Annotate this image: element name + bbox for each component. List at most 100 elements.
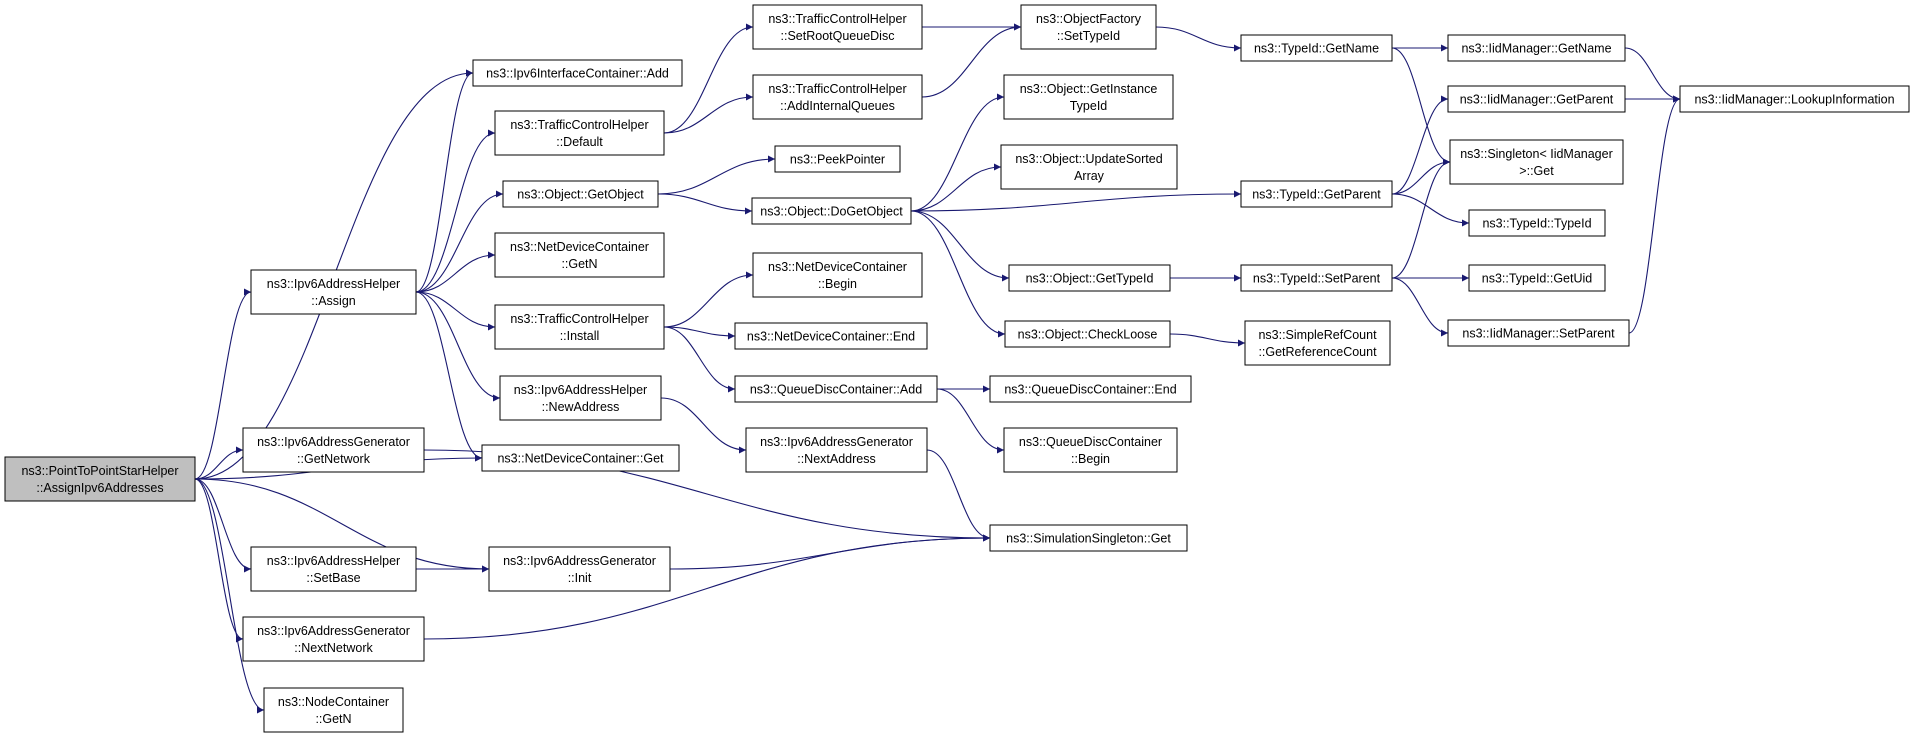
node-iidm_getparent[interactable]: ns3::IidManager::GetParent	[1447, 85, 1626, 113]
edge-obj_getobject-to-obj_dogetobject	[657, 193, 753, 215]
node-tch_setroot[interactable]: ns3::TrafficControlHelper::SetRootQueueD…	[752, 4, 923, 50]
node-obj_gettypeid[interactable]: ns3::Object::GetTypeId	[1008, 264, 1171, 292]
node-box[interactable]	[1004, 320, 1171, 348]
edge-ipv6ah_assign-to-tch_install	[415, 291, 496, 331]
node-box[interactable]	[263, 687, 404, 733]
node-box[interactable]	[1468, 209, 1606, 237]
node-box[interactable]	[1679, 85, 1910, 113]
node-qdc_add[interactable]: ns3::QueueDiscContainer::Add	[734, 375, 938, 403]
node-ipv6ag_nextaddr[interactable]: ns3::Ipv6AddressGenerator::NextAddress	[745, 427, 928, 473]
node-typeid_setparent[interactable]: ns3::TypeId::SetParent	[1240, 264, 1393, 292]
node-box[interactable]	[494, 110, 665, 156]
node-ndc_get[interactable]: ns3::NetDeviceContainer::Get	[481, 444, 680, 472]
node-label: ::Default	[556, 135, 603, 149]
node-typeid_getuid[interactable]: ns3::TypeId::GetUid	[1468, 264, 1606, 292]
node-simsingleton_get[interactable]: ns3::SimulationSingleton::Get	[989, 524, 1188, 552]
node-tch_addinternal[interactable]: ns3::TrafficControlHelper::AddInternalQu…	[752, 74, 923, 120]
node-typeid_getparent[interactable]: ns3::TypeId::GetParent	[1240, 180, 1393, 208]
edge-ipv6ag_nextaddr-to-simsingleton_get	[926, 449, 991, 542]
node-src_getrefcount[interactable]: ns3::SimpleRefCount::GetReferenceCount	[1244, 320, 1391, 366]
node-box[interactable]	[481, 444, 680, 472]
node-box[interactable]	[989, 524, 1188, 552]
node-ipv6ag_nextnet[interactable]: ns3::Ipv6AddressGenerator::NextNetwork	[242, 616, 425, 662]
node-box[interactable]	[1240, 180, 1393, 208]
node-box[interactable]	[499, 375, 662, 421]
node-ipv6ah_newaddr[interactable]: ns3::Ipv6AddressHelper::NewAddress	[499, 375, 662, 421]
node-ipv6ic_add[interactable]: ns3::Ipv6InterfaceContainer::Add	[472, 59, 683, 87]
node-box[interactable]	[1020, 4, 1157, 50]
node-iidm_setparent[interactable]: ns3::IidManager::SetParent	[1447, 319, 1630, 347]
node-obj_getobject[interactable]: ns3::Object::GetObject	[502, 180, 659, 208]
node-box[interactable]	[250, 269, 417, 315]
node-ipv6ah_setbase[interactable]: ns3::Ipv6AddressHelper::SetBase	[250, 546, 417, 592]
edge-typeid_getparent-to-singleton_get	[1391, 158, 1451, 195]
node-box[interactable]	[752, 4, 923, 50]
node-box[interactable]	[751, 197, 912, 225]
node-box[interactable]	[1447, 85, 1626, 113]
node-typeid_getname[interactable]: ns3::TypeId::GetName	[1240, 34, 1393, 62]
node-label: ns3::TrafficControlHelper	[510, 312, 648, 326]
node-box[interactable]	[488, 546, 671, 592]
node-box[interactable]	[1240, 34, 1393, 62]
edge-of_settypeid-to-typeid_getname	[1155, 26, 1242, 52]
node-tch_install[interactable]: ns3::TrafficControlHelper::Install	[494, 304, 665, 350]
node-label: ns3::IidManager::GetParent	[1460, 93, 1614, 107]
node-box[interactable]	[1449, 139, 1624, 185]
node-box[interactable]	[1003, 427, 1178, 473]
node-obj_checkloose[interactable]: ns3::Object::CheckLoose	[1004, 320, 1171, 348]
edge-root-to-ipv6ag_getnet	[194, 446, 244, 480]
node-box[interactable]	[745, 427, 928, 473]
node-box[interactable]	[752, 74, 923, 120]
node-box[interactable]	[734, 375, 938, 403]
node-box[interactable]	[494, 304, 665, 350]
node-nc_getn[interactable]: ns3::NodeContainer::GetN	[263, 687, 404, 733]
edge-obj_dogetobject-to-obj_checkloose	[910, 210, 1006, 338]
node-root[interactable]: ns3::PointToPointStarHelper::AssignIpv6A…	[4, 456, 196, 502]
node-iidm_lookup[interactable]: ns3::IidManager::LookupInformation	[1679, 85, 1910, 113]
node-box[interactable]	[1240, 264, 1393, 292]
node-box[interactable]	[1468, 264, 1606, 292]
edge-tch_default-to-tch_setroot	[663, 23, 754, 134]
node-box[interactable]	[1447, 319, 1630, 347]
node-obj_dogetobject[interactable]: ns3::Object::DoGetObject	[751, 197, 912, 225]
node-label: ::Init	[568, 571, 592, 585]
node-box[interactable]	[752, 252, 923, 298]
node-box[interactable]	[242, 427, 425, 473]
node-box[interactable]	[4, 456, 196, 502]
node-box[interactable]	[1000, 144, 1178, 190]
node-of_settypeid[interactable]: ns3::ObjectFactory::SetTypeId	[1020, 4, 1157, 50]
node-ipv6ag_init[interactable]: ns3::Ipv6AddressGenerator::Init	[488, 546, 671, 592]
node-label: ::Assign	[311, 294, 356, 308]
node-ndc_getn[interactable]: ns3::NetDeviceContainer::GetN	[494, 232, 665, 278]
node-box[interactable]	[989, 375, 1192, 403]
node-box[interactable]	[774, 145, 901, 173]
node-ipv6ah_assign[interactable]: ns3::Ipv6AddressHelper::Assign	[250, 269, 417, 315]
node-peekpointer[interactable]: ns3::PeekPointer	[774, 145, 901, 173]
node-ipv6ag_getnet[interactable]: ns3::Ipv6AddressGenerator::GetNetwork	[242, 427, 425, 473]
node-box[interactable]	[242, 616, 425, 662]
node-box[interactable]	[472, 59, 683, 87]
node-ndc_begin[interactable]: ns3::NetDeviceContainer::Begin	[752, 252, 923, 298]
edge-ipv6ah_assign-to-ndc_getn	[415, 251, 496, 293]
node-box[interactable]	[1244, 320, 1391, 366]
node-singleton_get[interactable]: ns3::Singleton< IidManager>::Get	[1449, 139, 1624, 185]
edge-ipv6ag_nextnet-to-simsingleton_get	[423, 534, 991, 640]
node-box[interactable]	[1008, 264, 1171, 292]
edge-qdc_add-to-qdc_begin	[936, 388, 1005, 454]
node-qdc_begin[interactable]: ns3::QueueDiscContainer::Begin	[1003, 427, 1178, 473]
node-box[interactable]	[1447, 34, 1626, 62]
node-qdc_end[interactable]: ns3::QueueDiscContainer::End	[989, 375, 1192, 403]
node-box[interactable]	[1003, 74, 1174, 120]
node-box[interactable]	[734, 322, 928, 350]
node-box[interactable]	[250, 546, 417, 592]
edge-typeid_setparent-to-iidm_setparent	[1391, 277, 1449, 337]
node-ndc_end[interactable]: ns3::NetDeviceContainer::End	[734, 322, 928, 350]
node-typeid_typeid[interactable]: ns3::TypeId::TypeId	[1468, 209, 1606, 237]
node-box[interactable]	[502, 180, 659, 208]
node-box[interactable]	[494, 232, 665, 278]
node-label: ::Install	[560, 329, 600, 343]
node-iidm_getname[interactable]: ns3::IidManager::GetName	[1447, 34, 1626, 62]
node-tch_default[interactable]: ns3::TrafficControlHelper::Default	[494, 110, 665, 156]
